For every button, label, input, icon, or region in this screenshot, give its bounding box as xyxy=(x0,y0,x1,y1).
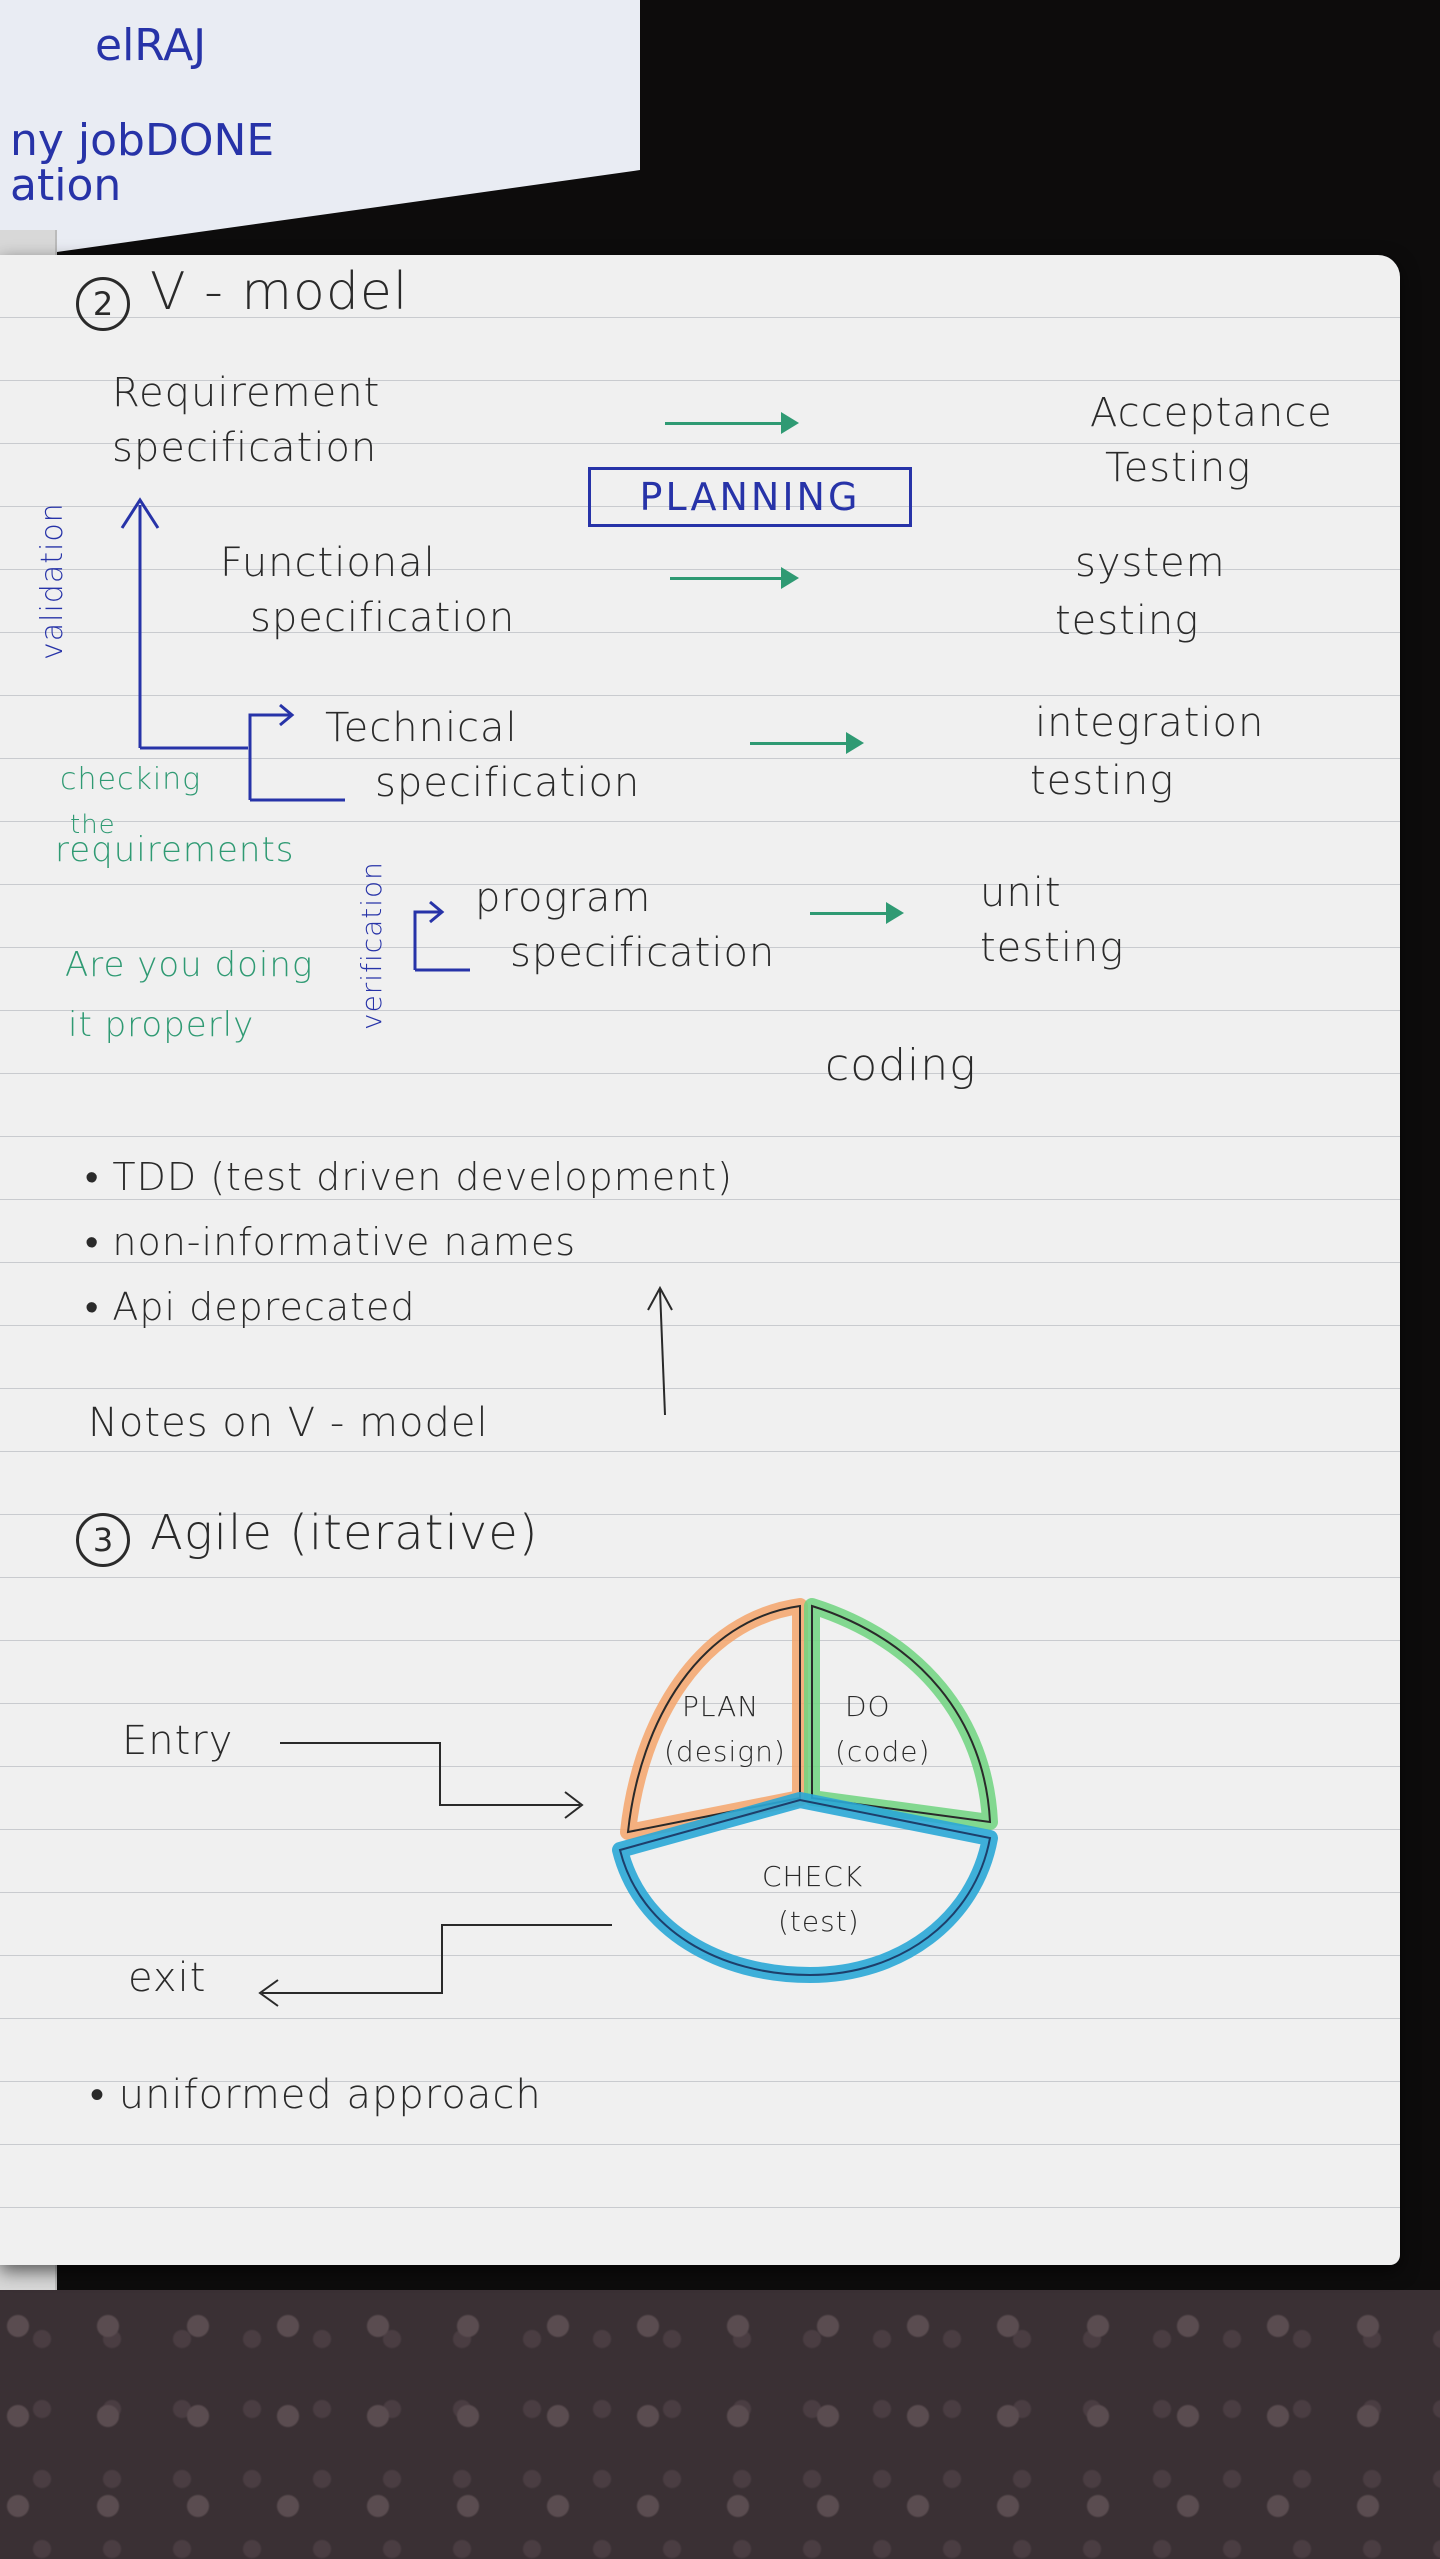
do-label: DO xyxy=(845,1690,891,1723)
plan-segment xyxy=(620,1598,808,1840)
system-testing-label: testing xyxy=(1055,598,1200,644)
unit-testing-label: testing xyxy=(980,925,1125,971)
plan-label: PLAN xyxy=(682,1690,760,1723)
requirement-spec-label: specification xyxy=(112,425,378,471)
requirements-label: requirements xyxy=(55,830,295,870)
agile-title: Agile (iterative) xyxy=(150,1505,539,1561)
background-note-line-1: elRAJ xyxy=(95,20,207,71)
note-item-tdd: • TDD (test driven development) xyxy=(85,1155,733,1199)
exit-arrow xyxy=(258,1924,612,2007)
arrow-functional-to-system xyxy=(670,567,799,589)
check-test-label: (test) xyxy=(778,1905,860,1938)
notes-caption: Notes on V - model xyxy=(88,1400,489,1446)
functional-spec-label: specification xyxy=(250,595,516,641)
do-segment xyxy=(804,1598,998,1830)
validation-arrow xyxy=(120,497,248,750)
do-code-label: (code) xyxy=(835,1735,931,1768)
entry-label: Entry xyxy=(122,1718,234,1764)
technical-label: Technical xyxy=(325,705,518,751)
background-note-line-2: ny jobDONE xyxy=(10,115,275,166)
doing-label: Are you doing xyxy=(65,945,314,985)
integration-testing-label: testing xyxy=(1030,758,1175,804)
program-label: program xyxy=(475,875,652,921)
check-label: CHECK xyxy=(762,1860,864,1893)
floral-cloth xyxy=(0,2290,1440,2559)
arrow-requirement-to-acceptance xyxy=(665,412,799,434)
acceptance-label: Acceptance xyxy=(1090,390,1333,436)
the-label: the xyxy=(70,810,116,840)
checking-label: checking xyxy=(60,762,202,797)
functional-label: Functional xyxy=(220,540,436,586)
exit-label: exit xyxy=(128,1955,207,2001)
unit-label: unit xyxy=(980,870,1062,916)
background-note-line-3: ation xyxy=(10,160,122,211)
properly-label: it properly xyxy=(68,1005,255,1045)
note-item-api: • Api deprecated xyxy=(85,1285,416,1329)
entry-arrow xyxy=(280,1742,584,1819)
integration-label: integration xyxy=(1035,700,1265,746)
requirement-label: Requirement xyxy=(112,370,381,416)
note-item-names: • non-informative names xyxy=(85,1220,577,1264)
notebook-page xyxy=(0,255,1400,2265)
technical-spec-label: specification xyxy=(375,760,641,806)
acceptance-testing-label: Testing xyxy=(1105,445,1252,491)
plan-design-label: (design) xyxy=(664,1735,786,1768)
notes-up-arrow xyxy=(647,1285,673,1416)
section-number-2: 2 xyxy=(76,277,130,331)
program-spec-label: specification xyxy=(510,930,776,976)
program-bracket xyxy=(413,900,470,972)
arrow-program-to-unit xyxy=(810,902,904,924)
technical-bracket xyxy=(248,703,345,802)
section-number-3: 3 xyxy=(76,1513,130,1567)
planning-box: PLANNING xyxy=(588,467,912,527)
system-label: system xyxy=(1075,540,1226,586)
arrow-technical-to-integration xyxy=(750,732,864,754)
v-model-title: V - model xyxy=(150,262,409,322)
footer-note: • uniformed approach xyxy=(90,2072,542,2118)
coding-label: coding xyxy=(825,1040,977,1091)
